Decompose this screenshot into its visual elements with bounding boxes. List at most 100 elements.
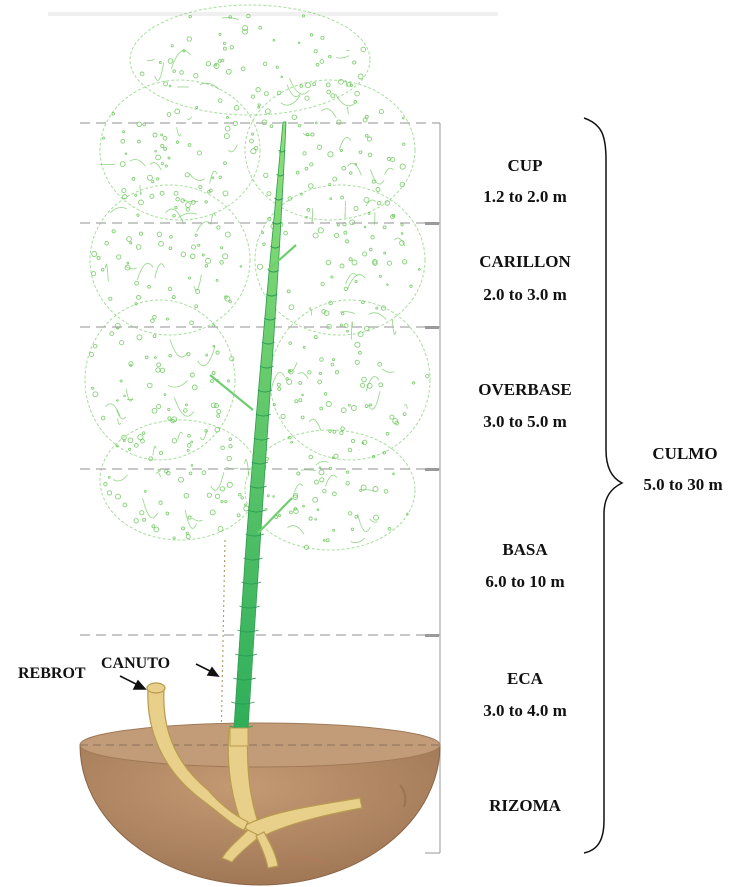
top-strip (48, 12, 498, 16)
leaf-mark (341, 312, 344, 315)
leaf-mark (145, 491, 147, 493)
leaf-mark (227, 380, 229, 382)
leaf-mark (307, 209, 310, 212)
leaf-mark (188, 144, 191, 147)
leaf-mark (388, 527, 391, 530)
leaf-mark (101, 416, 105, 420)
leaf-mark (259, 26, 262, 29)
twig-mark (126, 266, 137, 269)
twig-mark (326, 475, 337, 486)
twig-mark (106, 404, 120, 416)
leaf-mark (124, 395, 126, 397)
section-carillon-range: 2.0 to 3.0 m (460, 286, 590, 303)
leaf-mark (174, 191, 178, 195)
leaf-mark (267, 495, 269, 497)
leaf-mark (108, 476, 110, 478)
twig-mark (366, 200, 376, 206)
leaf-mark (310, 163, 313, 166)
leaf-mark (296, 171, 299, 174)
leaf-mark (291, 441, 293, 443)
section-rizoma-name: RIZOMA (460, 797, 590, 814)
leaf-mark (190, 373, 194, 377)
leaf-mark (340, 264, 344, 268)
leaf-mark (361, 485, 366, 490)
twig-mark (351, 322, 352, 340)
leaf-mark (168, 157, 170, 159)
leaf-mark (92, 387, 94, 389)
leaf-mark (251, 95, 254, 98)
arrow-icon-head (208, 668, 218, 676)
leaf-mark (158, 469, 160, 471)
leaf-mark (353, 61, 356, 64)
leaf-mark (354, 206, 358, 210)
leaf-mark (377, 201, 381, 205)
twig-mark (309, 419, 321, 430)
leaf-mark (139, 232, 142, 235)
leaf-mark (239, 493, 242, 496)
leaf-mark (320, 60, 324, 64)
leaf-mark (366, 135, 369, 138)
twig-mark (118, 418, 121, 424)
leaf-mark (169, 247, 172, 250)
leaf-mark (341, 427, 345, 431)
leaf-mark (206, 258, 211, 263)
leaf-mark (221, 446, 225, 450)
leaf-mark (217, 410, 221, 414)
leaf-mark (241, 497, 243, 499)
leaf-mark (316, 63, 319, 66)
leaf-mark (180, 71, 184, 75)
leaf-mark (298, 125, 300, 127)
leaf-mark (309, 455, 313, 459)
leaf-mark (101, 268, 104, 271)
leaf-mark (334, 233, 338, 237)
twig-mark (345, 201, 346, 218)
leaf-mark (326, 260, 331, 265)
leaf-mark (194, 73, 198, 77)
leaf-mark (258, 104, 260, 106)
leaf-mark (351, 439, 354, 442)
leaf-mark (181, 252, 186, 257)
leaf-mark (170, 235, 173, 238)
leaf-mark (184, 409, 188, 413)
leaf-mark (105, 242, 109, 246)
twig-mark (194, 275, 202, 290)
leaf-mark (223, 191, 228, 196)
twig-mark (150, 163, 161, 171)
leaf-mark (168, 287, 171, 290)
leaf-mark (368, 153, 372, 157)
section-eca-range: 3.0 to 4.0 m (460, 702, 590, 719)
leaf-mark (240, 266, 242, 268)
leaf-mark (156, 155, 161, 160)
leaf-mark (315, 480, 319, 484)
leaf-mark (153, 315, 157, 319)
culmo-name: CULMO (630, 445, 740, 462)
twig-mark (405, 405, 408, 409)
leaf-mark (168, 417, 171, 420)
leaf-mark (323, 540, 325, 542)
leaf-mark (360, 489, 362, 491)
leaf-mark (344, 231, 347, 234)
leaf-mark (153, 335, 156, 338)
twig-mark (382, 369, 394, 372)
leaf-mark (103, 137, 105, 139)
leaf-mark (197, 151, 201, 155)
leaf-mark (90, 352, 94, 356)
leaf-mark (297, 472, 300, 475)
leaf-mark (327, 90, 331, 94)
leaf-mark (218, 60, 221, 63)
leaf-mark (344, 287, 347, 290)
leaf-mark (347, 330, 349, 332)
twig-mark (298, 373, 308, 379)
twig-mark (153, 446, 156, 455)
arrow-icon (120, 676, 138, 685)
leaf-mark (92, 252, 97, 257)
leaf-mark (318, 228, 323, 233)
leaf-mark (223, 42, 225, 44)
twig-mark (289, 78, 309, 94)
leaf-mark (368, 213, 370, 215)
leaf-mark (403, 143, 405, 145)
twig-mark (200, 430, 207, 440)
leaf-mark (326, 402, 331, 407)
leaf-mark (333, 529, 335, 531)
